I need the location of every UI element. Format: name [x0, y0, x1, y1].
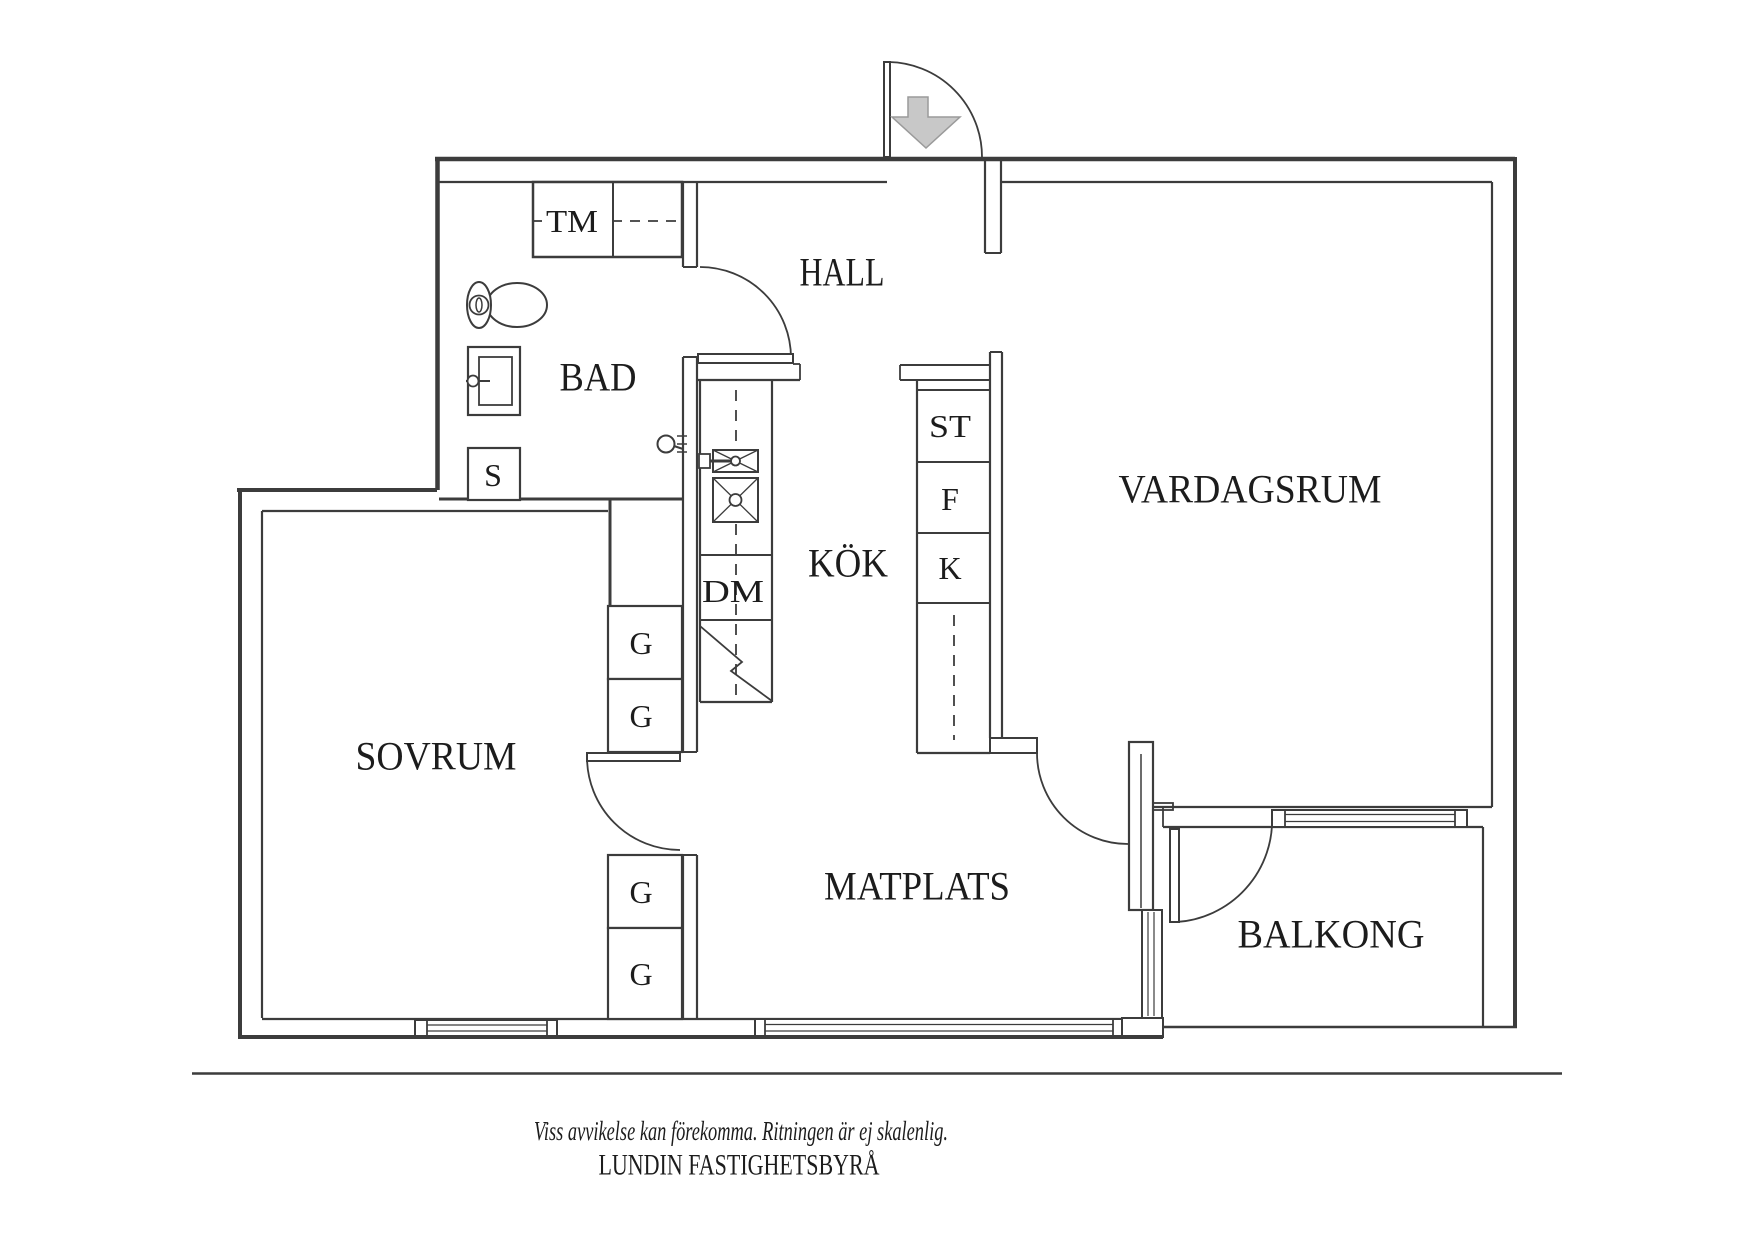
- room-label-hall: HALL: [800, 250, 885, 295]
- room-label-matplats: MATPLATS: [824, 864, 1010, 909]
- counter-break-symbol: [699, 625, 773, 702]
- footer: Viss avvikelse kan förekomma. Ritningen …: [192, 1072, 1562, 1182]
- wardrobe-label-g-3: G: [629, 874, 652, 910]
- room-label-kok: KÖK: [808, 541, 888, 586]
- wardrobes: [606, 604, 684, 1021]
- room-label-balkong: BALKONG: [1238, 912, 1425, 957]
- bad-door: [697, 266, 794, 364]
- shower-mixer: [656, 434, 687, 454]
- fixture-label-k: K: [938, 550, 961, 586]
- fixture-label-s: S: [484, 457, 502, 493]
- room-label-vardagsrum: VARDAGSRUM: [1119, 467, 1382, 512]
- kitchen-sink: [698, 449, 759, 473]
- sovrum-window: [414, 1019, 558, 1037]
- stove-hob: [712, 477, 759, 523]
- fixture-label-f: F: [941, 481, 959, 517]
- fixture-label-st: ST: [929, 408, 972, 444]
- windows: [414, 809, 1468, 1037]
- footer-disclaimer: Viss avvikelse kan förekomma. Ritningen …: [534, 1116, 948, 1146]
- matplats-window: [754, 1018, 1123, 1037]
- washing-machine-cabinet: [531, 180, 684, 259]
- bathroom-fittings: [466, 281, 687, 502]
- entrance-door: [883, 61, 983, 158]
- sovrum-door: [586, 752, 681, 851]
- balkong-door: [1169, 814, 1273, 923]
- wardrobe-label-g-2: G: [629, 698, 652, 734]
- kitchen-fittings: [531, 180, 990, 755]
- wardrobe-label-g-4: G: [629, 956, 652, 992]
- vardagsrum-window: [1271, 809, 1468, 828]
- toilet: [466, 281, 548, 329]
- fixture-label-dm: DM: [702, 573, 764, 609]
- room-label-bad: BAD: [560, 355, 637, 400]
- room-label-sovrum: SOVRUM: [356, 734, 517, 779]
- footer-brand: LUNDIN FASTIGHETSBYRÅ: [599, 1149, 880, 1182]
- shower-cabinet: [466, 446, 522, 502]
- wardrobe-label-g-1: G: [629, 625, 652, 661]
- fixture-label-tm: TM: [546, 203, 598, 239]
- vardagsrum-door: [1036, 752, 1129, 845]
- entrance-arrow-icon: [890, 96, 962, 150]
- doors: [586, 61, 1273, 923]
- bathroom-sink: [466, 345, 522, 417]
